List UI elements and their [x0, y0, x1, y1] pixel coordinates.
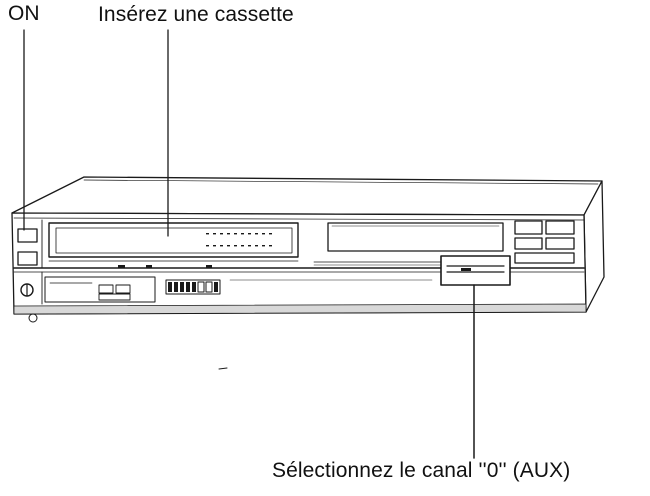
on-label: ON: [8, 2, 40, 25]
vcr-front-top-edge: [13, 217, 585, 221]
right-button-3[interactable]: [514, 237, 543, 250]
mini-button-c[interactable]: [98, 293, 131, 301]
slot-markers: [118, 265, 212, 268]
vcr-bottom-band: [13, 303, 587, 315]
right-button-2[interactable]: [545, 220, 575, 235]
power-button[interactable]: [17, 228, 38, 243]
right-button-1[interactable]: [514, 220, 543, 235]
insert-cassette-label: Insérez une cassette: [98, 3, 294, 26]
mini-button-b[interactable]: [115, 284, 131, 294]
cassette-slot-inner: [55, 227, 293, 254]
switch-bank[interactable]: [165, 279, 221, 295]
vcr-top-highlight: [83, 179, 599, 185]
right-button-5[interactable]: [514, 252, 575, 264]
secondary-button[interactable]: [17, 251, 38, 266]
front-foot: [28, 313, 38, 323]
select-channel-label: Sélectionnez le canal ''0'' (AUX): [272, 459, 571, 482]
vcr-top-surface: [11, 176, 603, 216]
display-window: [327, 222, 504, 252]
mini-button-a[interactable]: [98, 284, 114, 294]
cassette-slot[interactable]: [48, 222, 299, 258]
right-button-4[interactable]: [545, 237, 575, 250]
indicator-dots: [206, 233, 272, 247]
channel-selector-box[interactable]: [440, 255, 511, 286]
channel-selector-knob: [461, 268, 471, 271]
stray-mark: [218, 367, 228, 370]
